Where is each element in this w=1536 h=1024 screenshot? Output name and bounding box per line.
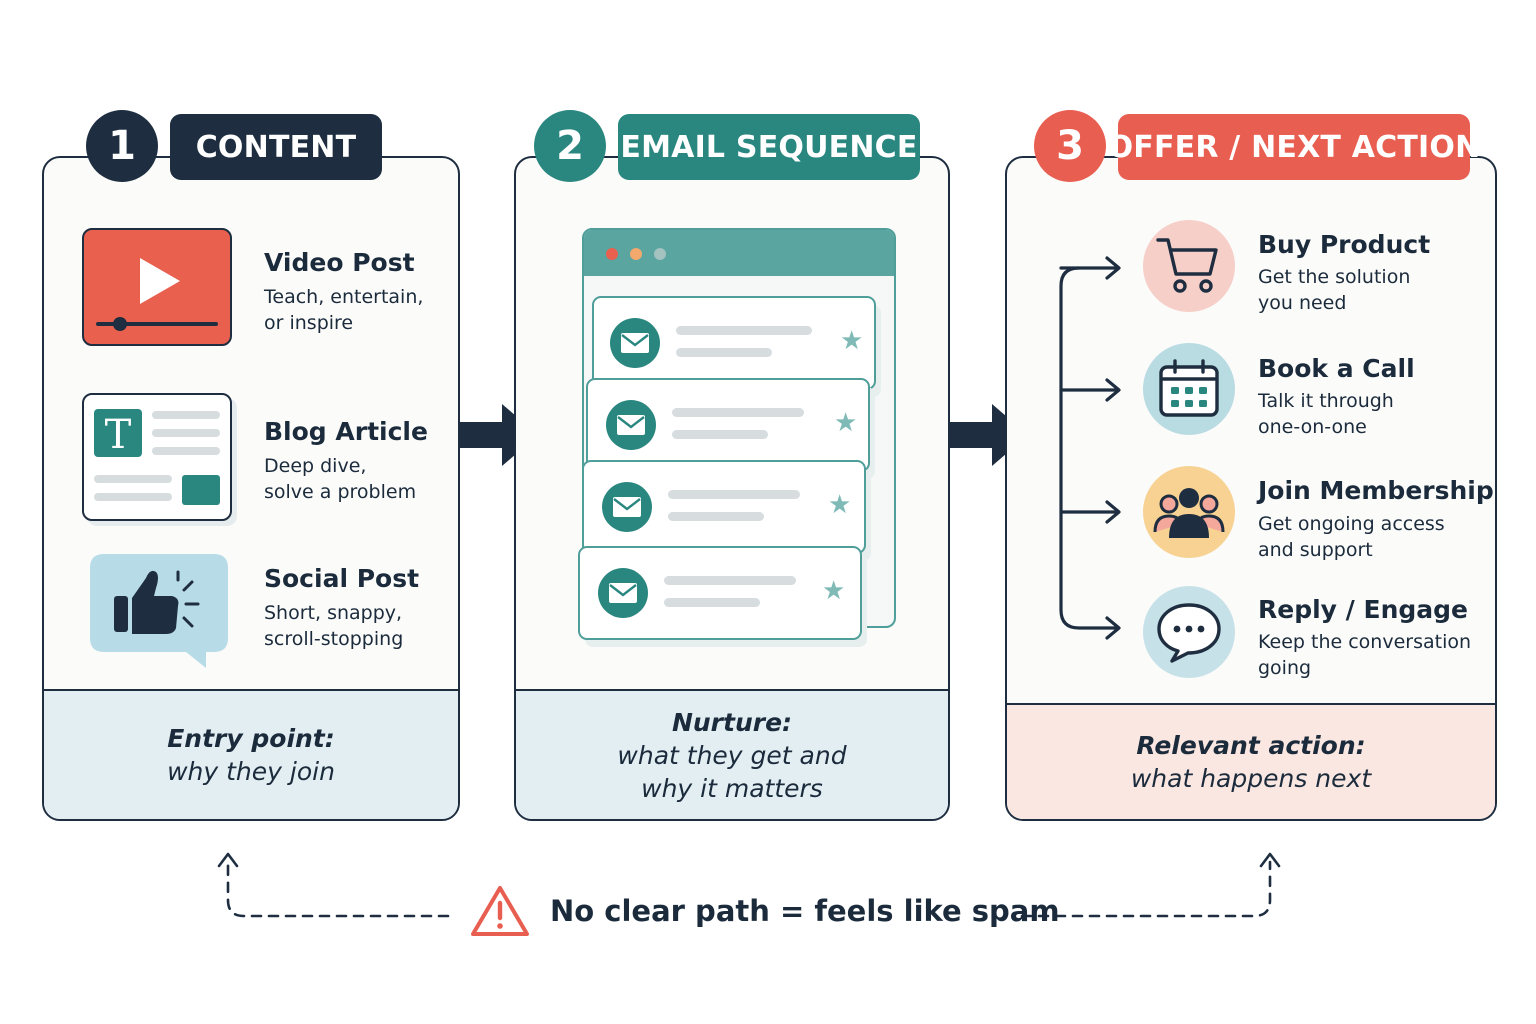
buy-product-title: Buy Product [1258,230,1431,259]
step-2-footer-label: Nurture: [671,707,793,737]
step-3-footer: Relevant action: what happens next [1007,703,1495,819]
group-icon [1143,466,1235,558]
step-2-footer-line2: why it matters [641,773,823,803]
email-card-1: ★ [592,296,876,390]
envelope-icon [610,318,660,368]
step-2-footer-line1: what they get and [617,740,847,770]
step-3-footer-text: what happens next [1130,764,1372,793]
email-card-2: ★ [586,378,870,472]
join-membership-title: Join Membership [1258,476,1494,505]
window-maximize-dot [654,248,666,260]
window-close-dot [606,248,618,260]
step-2-number: 2 [534,110,606,182]
video-post-title: Video Post [264,248,415,277]
svg-text:T: T [105,412,132,458]
step-3-footer-label: Relevant action: [1136,731,1366,760]
step-1-card: Video Post Teach, entertain,or inspire T… [42,156,460,821]
social-post-desc: Short, snappy,scroll-stopping [264,602,404,650]
envelope-icon [602,482,652,532]
step-3-number: 3 [1034,110,1106,182]
blog-article-desc: Deep dive,solve a problem [264,455,417,503]
envelope-icon [598,568,648,618]
step-1-footer: Entry point: why they join [44,689,458,819]
thumbs-up-icon [88,552,238,670]
step-2-footer: Nurture: what they get and why it matter… [516,689,948,819]
blog-article-icon: T [82,393,232,521]
social-post-title: Social Post [264,564,420,593]
step-1-footer-text: why they join [167,757,335,786]
reply-engage-title: Reply / Engage [1258,595,1468,624]
star-icon: ★ [828,490,852,520]
star-icon: ★ [822,576,846,606]
envelope-icon [606,400,656,450]
dashed-loop-connector [217,852,1281,918]
video-post-desc: Teach, entertain,or inspire [264,286,424,334]
step-2-card: ★ ★ ★ ★ Nurture: what they get and why i… [514,156,950,821]
star-icon: ★ [834,408,858,438]
step-3-title: OFFER / NEXT ACTION [1108,114,1480,180]
step-1-number: 1 [86,110,158,182]
blog-article-title: Blog Article [264,417,428,446]
window-minimize-dot [630,248,642,260]
video-play-icon [82,228,232,346]
warning-triangle-icon [471,886,529,936]
calendar-icon [1143,343,1235,435]
branch-connector [1059,256,1121,640]
email-card-4: ★ [578,546,862,640]
step-1-title: CONTENT [170,114,382,180]
step-2-title: EMAIL SEQUENCE [618,114,920,180]
warning-text: No clear path = feels like spam [550,894,1060,928]
book-call-title: Book a Call [1258,354,1415,383]
shopping-cart-icon [1143,220,1235,312]
chat-bubble-icon [1143,586,1235,678]
email-card-3: ★ [582,460,866,554]
star-icon: ★ [840,326,864,356]
step-1-footer-label: Entry point: [167,724,335,753]
